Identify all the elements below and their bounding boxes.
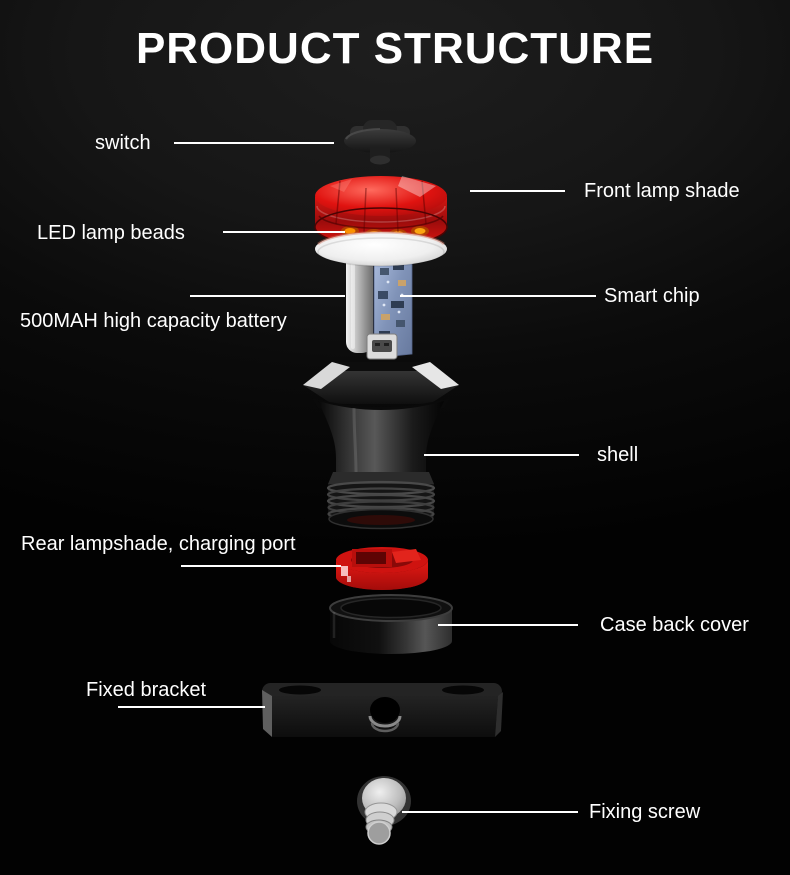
smart-chip-leader-line <box>400 295 596 297</box>
fixed-bracket-leader-line <box>118 706 265 708</box>
label-shell: shell <box>597 444 639 466</box>
fixing-screw-part <box>357 776 411 845</box>
shell-part <box>303 362 459 530</box>
label-smart-chip: Smart chip <box>604 285 700 307</box>
label-battery: 500MAH high capacity battery <box>20 310 287 332</box>
label-fixed-bracket: Fixed bracket <box>86 679 207 701</box>
page-title: PRODUCT STRUCTURE <box>135 24 655 73</box>
led-lamp-beads-leader-line <box>223 231 345 233</box>
usb-port-part <box>366 333 398 360</box>
label-switch: switch <box>95 132 151 154</box>
front-lamp-shade-leader-line <box>470 190 565 192</box>
label-front-lamp-shade: Front lamp shade <box>584 180 740 202</box>
case-back-cover-part <box>329 594 453 654</box>
switch-part <box>344 120 416 165</box>
rear-lampshade-part <box>336 547 428 590</box>
label-fixing-screw: Fixing screw <box>589 801 701 823</box>
battery-part <box>346 252 373 353</box>
battery-leader-line <box>190 295 345 297</box>
led-lamp-beads-part <box>315 230 447 267</box>
case-back-cover-leader-line <box>438 624 578 626</box>
fixing-screw-leader-line <box>402 811 578 813</box>
shell-leader-line <box>424 454 579 456</box>
rear-lampshade-leader-line <box>181 565 341 567</box>
switch-leader-line <box>174 142 334 144</box>
fixed-bracket-part <box>262 683 503 737</box>
label-led-lamp-beads: LED lamp beads <box>37 222 185 244</box>
label-rear-lampshade: Rear lampshade, charging port <box>21 533 296 555</box>
label-case-back-cover: Case back cover <box>600 614 749 636</box>
